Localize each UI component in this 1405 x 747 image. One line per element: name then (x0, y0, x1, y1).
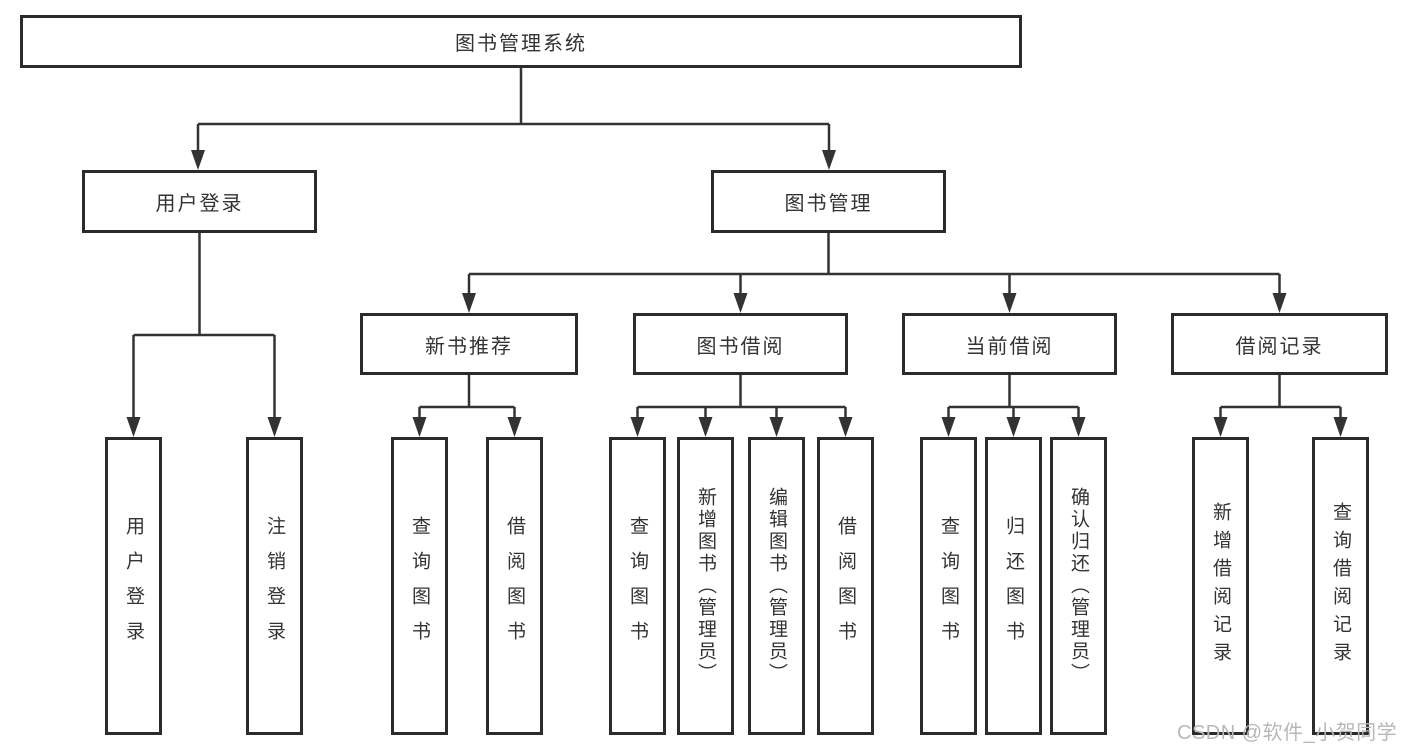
leaf-confirm-return-admin: 确认归还（管理员） (1050, 437, 1107, 735)
leaf-borrow-books: 借阅图书 (817, 437, 874, 735)
leaf-return-books: 归还图书 (985, 437, 1042, 735)
leaf-label: 查询图书 (627, 516, 648, 656)
leaf-edit-books-admin: 编辑图书（管理员） (748, 437, 805, 735)
leaf-user-login: 用户登录 (105, 437, 162, 735)
leaf-logout: 注销登录 (246, 437, 303, 735)
leaf-label: 借阅图书 (835, 516, 856, 656)
leaf-label: 查询图书 (409, 516, 430, 656)
leaf-label: 查询借阅记录 (1330, 502, 1351, 670)
node-book-management-system: 图书管理系统 (20, 15, 1022, 68)
leaf-label: 新增图书（管理员） (695, 487, 716, 685)
node-new-book-recommend: 新书推荐 (360, 313, 578, 375)
node-label: 借阅记录 (1235, 335, 1324, 358)
node-label: 图书管理系统 (455, 33, 587, 55)
node-book-borrowing: 图书借阅 (633, 313, 848, 375)
node-label: 图书借阅 (696, 335, 785, 358)
leaf-query-books-borrowing: 查询图书 (609, 437, 666, 735)
leaf-label: 用户登录 (123, 516, 144, 656)
csdn-watermark: CSDN @软件_小贺同学 (1177, 722, 1398, 744)
leaf-query-books-current: 查询图书 (920, 437, 977, 735)
leaf-query-books-recommend: 查询图书 (391, 437, 448, 735)
node-label: 图书管理 (784, 193, 873, 215)
node-user-login: 用户登录 (82, 170, 317, 233)
node-label: 当前借阅 (965, 335, 1054, 358)
leaf-add-books-admin: 新增图书（管理员） (677, 437, 734, 735)
leaf-add-borrow-record: 新增借阅记录 (1192, 437, 1249, 735)
node-current-borrowing: 当前借阅 (902, 313, 1117, 375)
node-borrowing-records: 借阅记录 (1171, 313, 1388, 375)
leaf-label: 查询图书 (938, 516, 959, 656)
leaf-label: 新增借阅记录 (1210, 502, 1231, 670)
node-book-management: 图书管理 (711, 170, 946, 233)
node-label: 新书推荐 (425, 335, 513, 358)
leaf-label: 编辑图书（管理员） (766, 487, 787, 685)
leaf-label: 借阅图书 (504, 516, 525, 656)
leaf-borrow-books-recommend: 借阅图书 (486, 437, 543, 735)
node-label: 用户登录 (155, 193, 244, 215)
leaf-label: 注销登录 (264, 516, 285, 656)
leaf-query-borrow-record: 查询借阅记录 (1312, 437, 1369, 735)
leaf-label: 确认归还（管理员） (1068, 487, 1089, 685)
leaf-label: 归还图书 (1003, 516, 1024, 656)
